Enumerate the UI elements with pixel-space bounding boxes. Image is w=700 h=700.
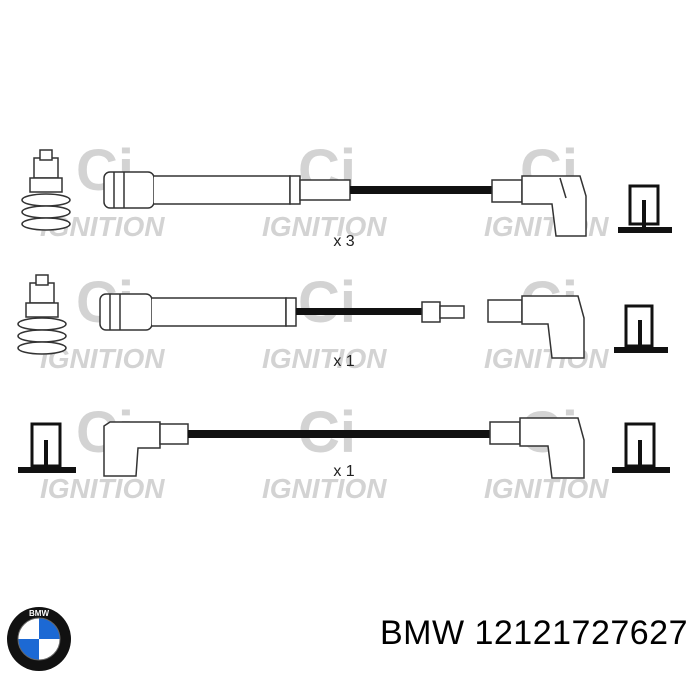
lead-row-2 xyxy=(17,274,668,359)
part-caption: BMW 12121727627 xyxy=(379,614,688,652)
watermark-word: IGNITION xyxy=(484,343,609,374)
straight-boot xyxy=(99,293,297,331)
straight-boot xyxy=(103,171,351,209)
terminal-clip xyxy=(421,301,465,323)
watermark-word: IGNITION xyxy=(40,473,165,504)
cable xyxy=(188,430,490,438)
watermark-word: IGNITION xyxy=(262,211,387,242)
row-3-quantity: x 1 xyxy=(333,463,354,480)
watermark-word: IGNITION xyxy=(484,473,609,504)
terminal-icon xyxy=(614,304,668,353)
angled-boot xyxy=(103,421,189,477)
row-1-quantity: x 3 xyxy=(333,233,354,250)
spark-plug-icon xyxy=(21,149,71,231)
cable xyxy=(296,308,422,315)
angled-boot xyxy=(491,175,587,237)
angled-boot xyxy=(487,295,585,359)
bmw-logo: BMW xyxy=(7,607,71,671)
angled-boot xyxy=(489,417,585,479)
spark-plug-icon xyxy=(17,274,67,355)
row-2-quantity: x 1 xyxy=(333,353,354,370)
lead-row-3 xyxy=(18,417,670,479)
terminal-icon xyxy=(618,184,672,233)
lead-row-1 xyxy=(21,149,672,237)
terminal-icon xyxy=(612,422,670,473)
cable xyxy=(350,186,492,194)
watermark-mark: Ci xyxy=(298,270,356,335)
watermark-word: IGNITION xyxy=(262,343,387,374)
logo-lettering: BMW xyxy=(29,609,49,618)
watermark-word: IGNITION xyxy=(484,211,609,242)
terminal-icon xyxy=(18,422,76,473)
watermark-word: IGNITION xyxy=(262,473,387,504)
